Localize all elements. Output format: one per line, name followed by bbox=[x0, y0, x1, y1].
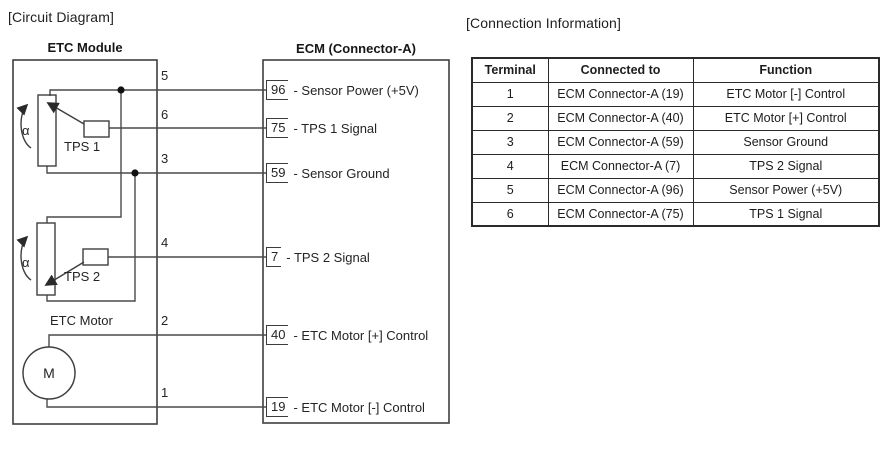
table-row: 5 ECM Connector-A (96) Sensor Power (+5V… bbox=[471, 177, 880, 203]
pin-function-label: - ETC Motor [+] Control bbox=[293, 327, 429, 343]
junction-dot-sensor-power bbox=[117, 86, 125, 94]
cell-connected-to: ECM Connector-A (96) bbox=[547, 177, 694, 203]
pin-bracket-icon: 40 bbox=[266, 325, 289, 345]
cell-connected-to: ECM Connector-A (19) bbox=[547, 81, 694, 107]
cell-connected-to: ECM Connector-A (59) bbox=[547, 129, 694, 155]
header-terminal: Terminal bbox=[471, 57, 549, 83]
etc-motor-label: ETC Motor bbox=[50, 313, 113, 328]
terminal-number-5: 5 bbox=[161, 68, 169, 83]
tps1-label: TPS 1 bbox=[64, 139, 101, 154]
header-connected-to: Connected to bbox=[547, 57, 694, 83]
pin-function-label: - Sensor Ground bbox=[293, 165, 390, 181]
cell-connected-to: ECM Connector-A (40) bbox=[547, 105, 694, 131]
cell-terminal: 3 bbox=[471, 129, 549, 155]
tps1-wiper-box bbox=[83, 120, 110, 138]
header-function: Function bbox=[692, 57, 880, 83]
cell-terminal: 1 bbox=[471, 81, 549, 107]
tps2-supply-wire bbox=[46, 90, 122, 223]
terminal-number-6: 6 bbox=[161, 107, 169, 122]
ecm-pin-75: 75 - TPS 1 Signal bbox=[266, 117, 377, 139]
cell-terminal: 4 bbox=[471, 153, 549, 179]
cell-function: ETC Motor [+] Control bbox=[692, 105, 880, 131]
terminal-number-4: 4 bbox=[161, 235, 169, 250]
wire-terminal-2 bbox=[48, 334, 268, 347]
cell-function: ETC Motor [-] Control bbox=[692, 81, 880, 107]
pin-bracket-icon: 96 bbox=[266, 80, 289, 100]
cell-terminal: 5 bbox=[471, 177, 549, 203]
pin-function-label: - ETC Motor [-] Control bbox=[293, 399, 425, 415]
table-header-row: Terminal Connected to Function bbox=[471, 57, 880, 83]
terminal-number-1: 1 bbox=[161, 385, 169, 400]
tps2-wiper-arrow bbox=[44, 261, 85, 286]
wires bbox=[46, 89, 268, 408]
table-row: 1 ECM Connector-A (19) ETC Motor [-] Con… bbox=[471, 81, 880, 107]
pin-function-label: - Sensor Power (+5V) bbox=[293, 82, 419, 98]
pin-bracket-icon: 7 bbox=[266, 247, 282, 267]
junction-dot-sensor-ground bbox=[131, 169, 139, 177]
ecm-pin-40: 40 - ETC Motor [+] Control bbox=[266, 324, 428, 346]
ecm-pin-19: 19 - ETC Motor [-] Control bbox=[266, 396, 425, 418]
circuit-diagram-canvas bbox=[12, 59, 450, 425]
connection-table: Terminal Connected to Function 1 ECM Con… bbox=[471, 57, 880, 227]
tps2-alpha-symbol: α bbox=[22, 255, 30, 270]
tps1-resistor bbox=[37, 94, 57, 167]
cell-connected-to: ECM Connector-A (75) bbox=[547, 201, 694, 227]
ecm-pin-7: 7 - TPS 2 Signal bbox=[266, 246, 370, 268]
tps2-ground-wire bbox=[46, 173, 136, 302]
tps1-alpha-symbol: α bbox=[22, 123, 30, 138]
ecm-pin-59: 59 - Sensor Ground bbox=[266, 162, 390, 184]
wire-terminal-1 bbox=[46, 399, 268, 408]
wire-terminal-5 bbox=[49, 89, 268, 96]
cell-connected-to: ECM Connector-A (7) bbox=[547, 153, 694, 179]
motor-m-symbol: M bbox=[43, 365, 55, 381]
terminal-number-3: 3 bbox=[161, 151, 169, 166]
pin-function-label: - TPS 2 Signal bbox=[286, 249, 370, 265]
ecm-pin-96: 96 - Sensor Power (+5V) bbox=[266, 79, 419, 101]
cell-function: TPS 1 Signal bbox=[692, 201, 880, 227]
cell-function: TPS 2 Signal bbox=[692, 153, 880, 179]
tps2-wiper-box bbox=[82, 248, 109, 266]
pin-bracket-icon: 75 bbox=[266, 118, 289, 138]
table-row: 4 ECM Connector-A (7) TPS 2 Signal bbox=[471, 153, 880, 179]
connection-information-title: [Connection Information] bbox=[466, 15, 621, 31]
pin-bracket-icon: 19 bbox=[266, 397, 289, 417]
tps2-resistor bbox=[36, 222, 56, 296]
table-row: 3 ECM Connector-A (59) Sensor Ground bbox=[471, 129, 880, 155]
table-row: 2 ECM Connector-A (40) ETC Motor [+] Con… bbox=[471, 105, 880, 131]
pin-bracket-icon: 59 bbox=[266, 163, 289, 183]
motor-circle-icon bbox=[22, 346, 76, 400]
etc-module-box bbox=[12, 59, 158, 425]
tps1-wiper-arrow bbox=[46, 102, 85, 125]
cell-function: Sensor Ground bbox=[692, 129, 880, 155]
cell-terminal: 6 bbox=[471, 201, 549, 227]
circuit-diagram-title: [Circuit Diagram] bbox=[8, 9, 114, 25]
terminal-number-2: 2 bbox=[161, 313, 169, 328]
wire-terminal-3 bbox=[46, 166, 268, 174]
tps2-rotation-arc-icon bbox=[16, 235, 32, 281]
table-row: 6 ECM Connector-A (75) TPS 1 Signal bbox=[471, 201, 880, 227]
cell-terminal: 2 bbox=[471, 105, 549, 131]
tps2-label: TPS 2 bbox=[64, 269, 101, 284]
cell-function: Sensor Power (+5V) bbox=[692, 177, 880, 203]
ecm-connector-box bbox=[262, 59, 450, 424]
tps1-rotation-arc-icon bbox=[16, 103, 32, 149]
pin-function-label: - TPS 1 Signal bbox=[293, 120, 378, 136]
ecm-connector-label: ECM (Connector-A) bbox=[296, 41, 416, 56]
etc-module-label: ETC Module bbox=[47, 40, 123, 55]
